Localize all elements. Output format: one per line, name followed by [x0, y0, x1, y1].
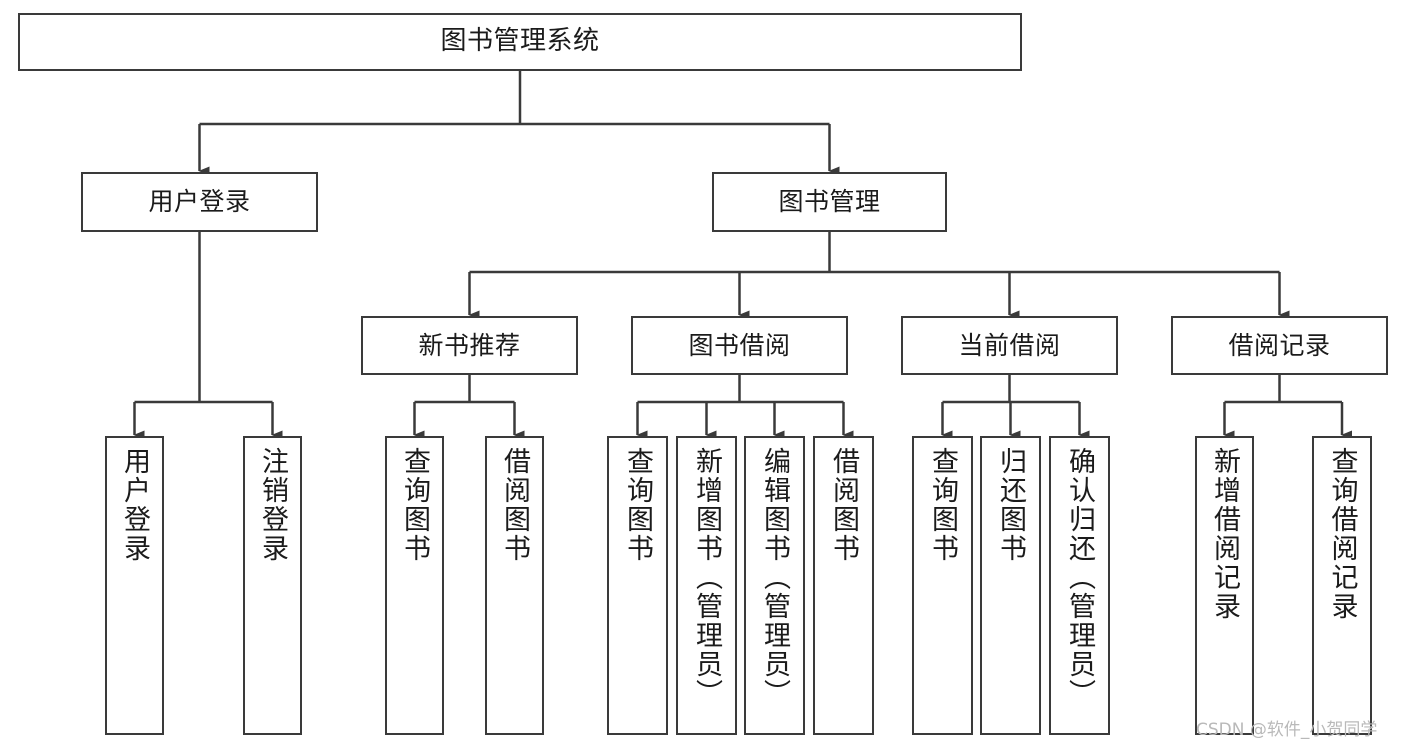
node-book-borrow[interactable]: 图书借阅 — [631, 316, 848, 375]
node-leaf-query-book-1[interactable]: 查询图书 — [385, 436, 444, 735]
node-leaf-logout[interactable]: 注销登录 — [243, 436, 302, 735]
node-leaf-borrow-book-1-label: 借阅图书 — [499, 447, 530, 563]
node-leaf-query-book-2[interactable]: 查询图书 — [607, 436, 668, 735]
node-leaf-user-login[interactable]: 用户登录 — [105, 436, 164, 735]
node-leaf-borrow-book-2[interactable]: 借阅图书 — [813, 436, 874, 735]
node-leaf-borrow-book-2-label: 借阅图书 — [828, 447, 859, 563]
node-leaf-query-record-label: 查询借阅记录 — [1326, 447, 1358, 621]
node-new-book-recommend[interactable]: 新书推荐 — [361, 316, 578, 375]
node-leaf-borrow-book-1[interactable]: 借阅图书 — [485, 436, 544, 735]
node-book-borrow-label: 图书借阅 — [688, 330, 791, 360]
node-leaf-add-book[interactable]: 新增图书（管理员） — [676, 436, 737, 735]
node-leaf-logout-label: 注销登录 — [257, 447, 288, 563]
node-leaf-add-record[interactable]: 新增借阅记录 — [1195, 436, 1254, 735]
node-leaf-edit-book[interactable]: 编辑图书（管理员） — [744, 436, 805, 735]
node-leaf-return-book[interactable]: 归还图书 — [980, 436, 1041, 735]
node-current-borrow[interactable]: 当前借阅 — [901, 316, 1118, 375]
node-leaf-query-book-2-label: 查询图书 — [622, 447, 653, 563]
node-leaf-confirm-return-label: 确认归还（管理员） — [1064, 447, 1095, 708]
node-user-login[interactable]: 用户登录 — [81, 172, 318, 232]
node-new-book-recommend-label: 新书推荐 — [418, 330, 521, 360]
node-borrow-record[interactable]: 借阅记录 — [1171, 316, 1388, 375]
node-root[interactable]: 图书管理系统 — [18, 13, 1022, 71]
node-leaf-confirm-return[interactable]: 确认归还（管理员） — [1049, 436, 1110, 735]
node-leaf-user-login-label: 用户登录 — [119, 447, 150, 563]
watermark: CSDN @软件_小贺同学 — [1196, 720, 1378, 740]
node-user-login-label: 用户登录 — [148, 187, 251, 216]
node-leaf-query-book-3[interactable]: 查询图书 — [912, 436, 973, 735]
node-book-manage[interactable]: 图书管理 — [712, 172, 947, 232]
node-leaf-query-book-1-label: 查询图书 — [399, 447, 430, 563]
node-leaf-add-record-label: 新增借阅记录 — [1209, 447, 1240, 621]
node-book-manage-label: 图书管理 — [778, 187, 881, 216]
node-leaf-add-book-label: 新增图书（管理员） — [691, 447, 722, 708]
node-root-label: 图书管理系统 — [440, 26, 600, 57]
node-leaf-query-book-3-label: 查询图书 — [927, 447, 958, 563]
node-borrow-record-label: 借阅记录 — [1228, 330, 1331, 360]
node-leaf-edit-book-label: 编辑图书（管理员） — [759, 447, 790, 708]
node-leaf-query-record[interactable]: 查询借阅记录 — [1312, 436, 1372, 735]
node-current-borrow-label: 当前借阅 — [958, 330, 1061, 360]
node-leaf-return-book-label: 归还图书 — [995, 447, 1026, 563]
